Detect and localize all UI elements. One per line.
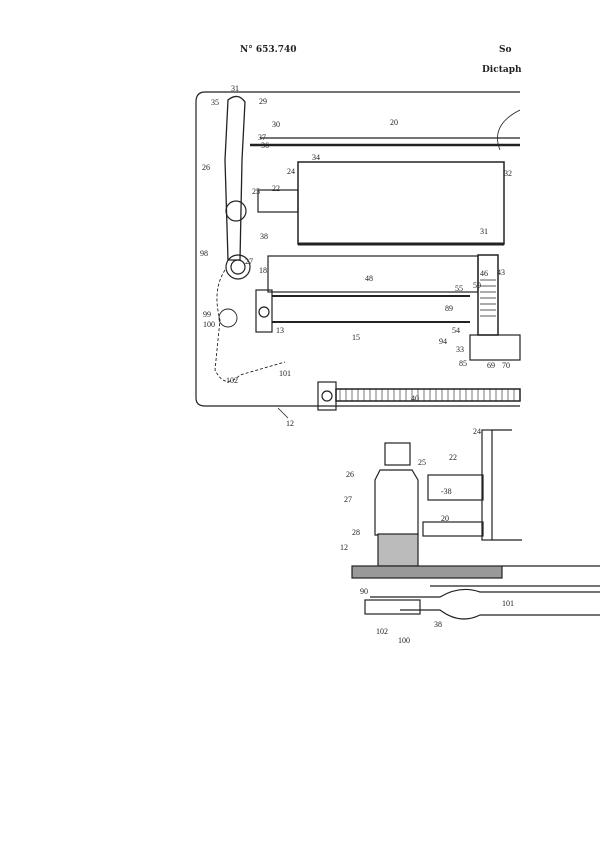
nut-27 bbox=[225, 254, 251, 280]
fig-top-label-31: 31 bbox=[231, 84, 239, 93]
fig-bottom-label-25: 25 bbox=[418, 458, 426, 467]
fig-top-label-94: 94 bbox=[439, 337, 447, 346]
fig-top-label-55: 55 bbox=[455, 284, 463, 293]
fig-bottom-label-12: 12 bbox=[340, 543, 348, 552]
knob bbox=[384, 442, 411, 466]
block-20 bbox=[422, 521, 484, 537]
fig-top-label-35: 35 bbox=[211, 98, 219, 107]
fig-bottom-label-38: -38 bbox=[441, 487, 452, 496]
fig-top-label-20: 20 bbox=[390, 118, 398, 127]
fig-top-label-29: 29 bbox=[259, 97, 267, 106]
column-26 bbox=[374, 469, 419, 536]
cylinder-34 bbox=[297, 161, 505, 245]
fig-top-label-43: 43 bbox=[497, 268, 505, 277]
fig-top-label-54: 54 bbox=[452, 326, 460, 335]
fig-top-label-48: 48 bbox=[365, 274, 373, 283]
frame-48 bbox=[267, 255, 479, 293]
patent-number: N° 653.740 bbox=[240, 45, 297, 55]
fig-top-label-100: 100 bbox=[203, 320, 215, 329]
screw-40 bbox=[335, 388, 521, 402]
spring-43 bbox=[477, 254, 499, 336]
fig-top-label-26: 26 bbox=[202, 163, 210, 172]
plate-24 bbox=[481, 429, 493, 541]
fig-top-label-69: 69 bbox=[487, 361, 495, 370]
fig-top-label-38: 38 bbox=[260, 232, 268, 241]
fig-top-label-18: 18 bbox=[259, 266, 267, 275]
fig-top-label-25: 25 bbox=[252, 187, 260, 196]
fig-bottom-label-24: 24 bbox=[473, 427, 481, 436]
fig-top-label-13: 13 bbox=[276, 326, 284, 335]
fig-top-label-12: 12 bbox=[286, 419, 294, 428]
bracket-13 bbox=[255, 289, 273, 333]
fig-top-label-22: 22 bbox=[272, 184, 280, 193]
fig-top-label-30: 30 bbox=[272, 120, 280, 129]
fig-top-label-37: 37 bbox=[258, 133, 266, 142]
lever-101 bbox=[370, 588, 600, 620]
title-fragment: Dictaph bbox=[482, 65, 522, 75]
fig-top-label-33: 33 bbox=[456, 345, 464, 354]
fig-top-label-98: 98 bbox=[200, 249, 208, 258]
figure-bottom-section-view bbox=[351, 429, 600, 620]
fig-top-label-99: 99 bbox=[203, 310, 211, 319]
fig-top-label-89: 89 bbox=[445, 304, 453, 313]
fig-top-label-24: 24 bbox=[287, 167, 295, 176]
fig-top-label-40: 40 bbox=[411, 394, 419, 403]
fig-bottom-label-22: 22 bbox=[449, 453, 457, 462]
shaft-22 bbox=[427, 474, 484, 501]
mechanism-box bbox=[469, 334, 521, 361]
hub-25 bbox=[225, 200, 247, 222]
shaft-22 bbox=[257, 189, 299, 213]
bushing-28 bbox=[377, 533, 419, 567]
fig-bottom-label-26: 26 bbox=[346, 470, 354, 479]
fig-top-label-15: 15 bbox=[352, 333, 360, 342]
figure-top-plan-view bbox=[195, 91, 521, 419]
fig-top-label-36: 36 bbox=[261, 141, 269, 150]
fig-top-label-101: 101 bbox=[279, 369, 291, 378]
base-plate-outline bbox=[195, 91, 520, 407]
fig-top-label-31: 31 bbox=[480, 227, 488, 236]
fig-bottom-label-102: 102 bbox=[376, 627, 388, 636]
fig-top-label-34: 34 bbox=[312, 153, 320, 162]
cylinder-arc bbox=[497, 109, 521, 151]
fig-bottom-label-27: 27 bbox=[344, 495, 352, 504]
fig-bottom-label-20: 20 bbox=[441, 514, 449, 523]
link-99-dashed bbox=[214, 269, 286, 382]
lever-26 bbox=[224, 95, 246, 261]
base-12 bbox=[351, 565, 503, 579]
fig-top-label-32: 32 bbox=[504, 169, 512, 178]
fig-bottom-label-28: 28 bbox=[352, 528, 360, 537]
fig-bottom-label-90: 90 bbox=[360, 587, 368, 596]
fig-top-label-85: 85 bbox=[459, 359, 467, 368]
arrow-12 bbox=[277, 407, 289, 419]
fig-top-label-59: 59 bbox=[473, 281, 481, 290]
fig-top-label-102: 102 bbox=[226, 376, 238, 385]
fig-top-label-27: 27 bbox=[245, 257, 253, 266]
fig-top-label-46: 46 bbox=[480, 269, 488, 278]
fig-top-label-70: 70 bbox=[502, 361, 510, 370]
fig-bottom-label-101: 101 bbox=[502, 599, 514, 608]
applicant-name-fragment: So bbox=[499, 45, 512, 55]
fig-bottom-label-100: 100 bbox=[398, 636, 410, 645]
fig-bottom-label-38: 38 bbox=[434, 620, 442, 629]
link-assembly bbox=[364, 599, 421, 615]
